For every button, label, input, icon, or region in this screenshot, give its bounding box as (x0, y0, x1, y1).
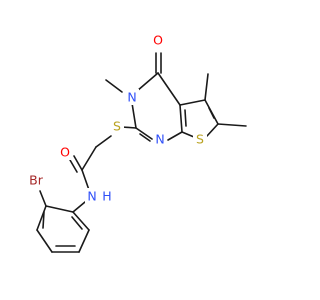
bond-c4-n3 (136, 72, 159, 92)
bond-s-c7a (181, 131, 195, 138)
bond-ar6-ar1 (72, 211, 90, 231)
bond-c4a-c4 (157, 72, 181, 106)
bond-n1-c7a (167, 131, 183, 141)
atom-hydrogen-amide: H (102, 189, 111, 204)
bond-ar-br (39, 190, 47, 207)
bond-c7a-c4a-double (184, 109, 187, 127)
bond-c2-n1-double (139, 133, 151, 142)
molecule-canvas: O N N S S O N H Br (24, 32, 247, 253)
bond-co-o (73, 155, 83, 171)
bond-ar5-ar6 (78, 229, 90, 253)
atom-nitrogen-methyl: N (127, 90, 136, 105)
atom-nitrogen-amide: N (87, 189, 96, 204)
bond-co-n (81, 169, 90, 191)
atom-bromine: Br (29, 173, 44, 188)
atom-oxygen-amide: O (60, 145, 70, 160)
bond-c2-s (121, 126, 137, 129)
bond-n3-c2 (131, 102, 137, 129)
bond-c4a-c5 (179, 99, 206, 106)
bond-ar1-ar2 (45, 205, 74, 213)
bond-c2-n1 (135, 127, 153, 140)
bond-ar3-ar4 (36, 229, 53, 253)
bond-n-aryl (72, 201, 86, 213)
bond-ch2-co (81, 146, 97, 171)
atom-labels: O N N S S O N H Br (24, 32, 207, 204)
bond-ar-double-3 (71, 216, 83, 230)
bond-n3-methyl (105, 79, 123, 93)
bond-ar2-ar3 (36, 205, 47, 231)
bond-co-o-double (69, 159, 78, 173)
bond-c6-methyl (217, 123, 247, 127)
atom-sulfur-thiophene: S (196, 132, 204, 147)
atom-sulfur-thioether: S (113, 119, 121, 134)
atom-nitrogen-ring: N (155, 132, 164, 147)
bond-ar-double-1 (42, 211, 45, 229)
bond-c6-s (206, 123, 219, 137)
bond-s-ch2 (95, 135, 112, 148)
bond-c5-methyl (204, 73, 209, 101)
bond-c7a-c4a (179, 104, 183, 133)
bond-c5-c6-double (208, 107, 215, 119)
bonds (36, 52, 247, 253)
molecule-structure: O N N S S O N H Br (24, 32, 247, 253)
atom-oxygen-keto: O (153, 33, 163, 48)
